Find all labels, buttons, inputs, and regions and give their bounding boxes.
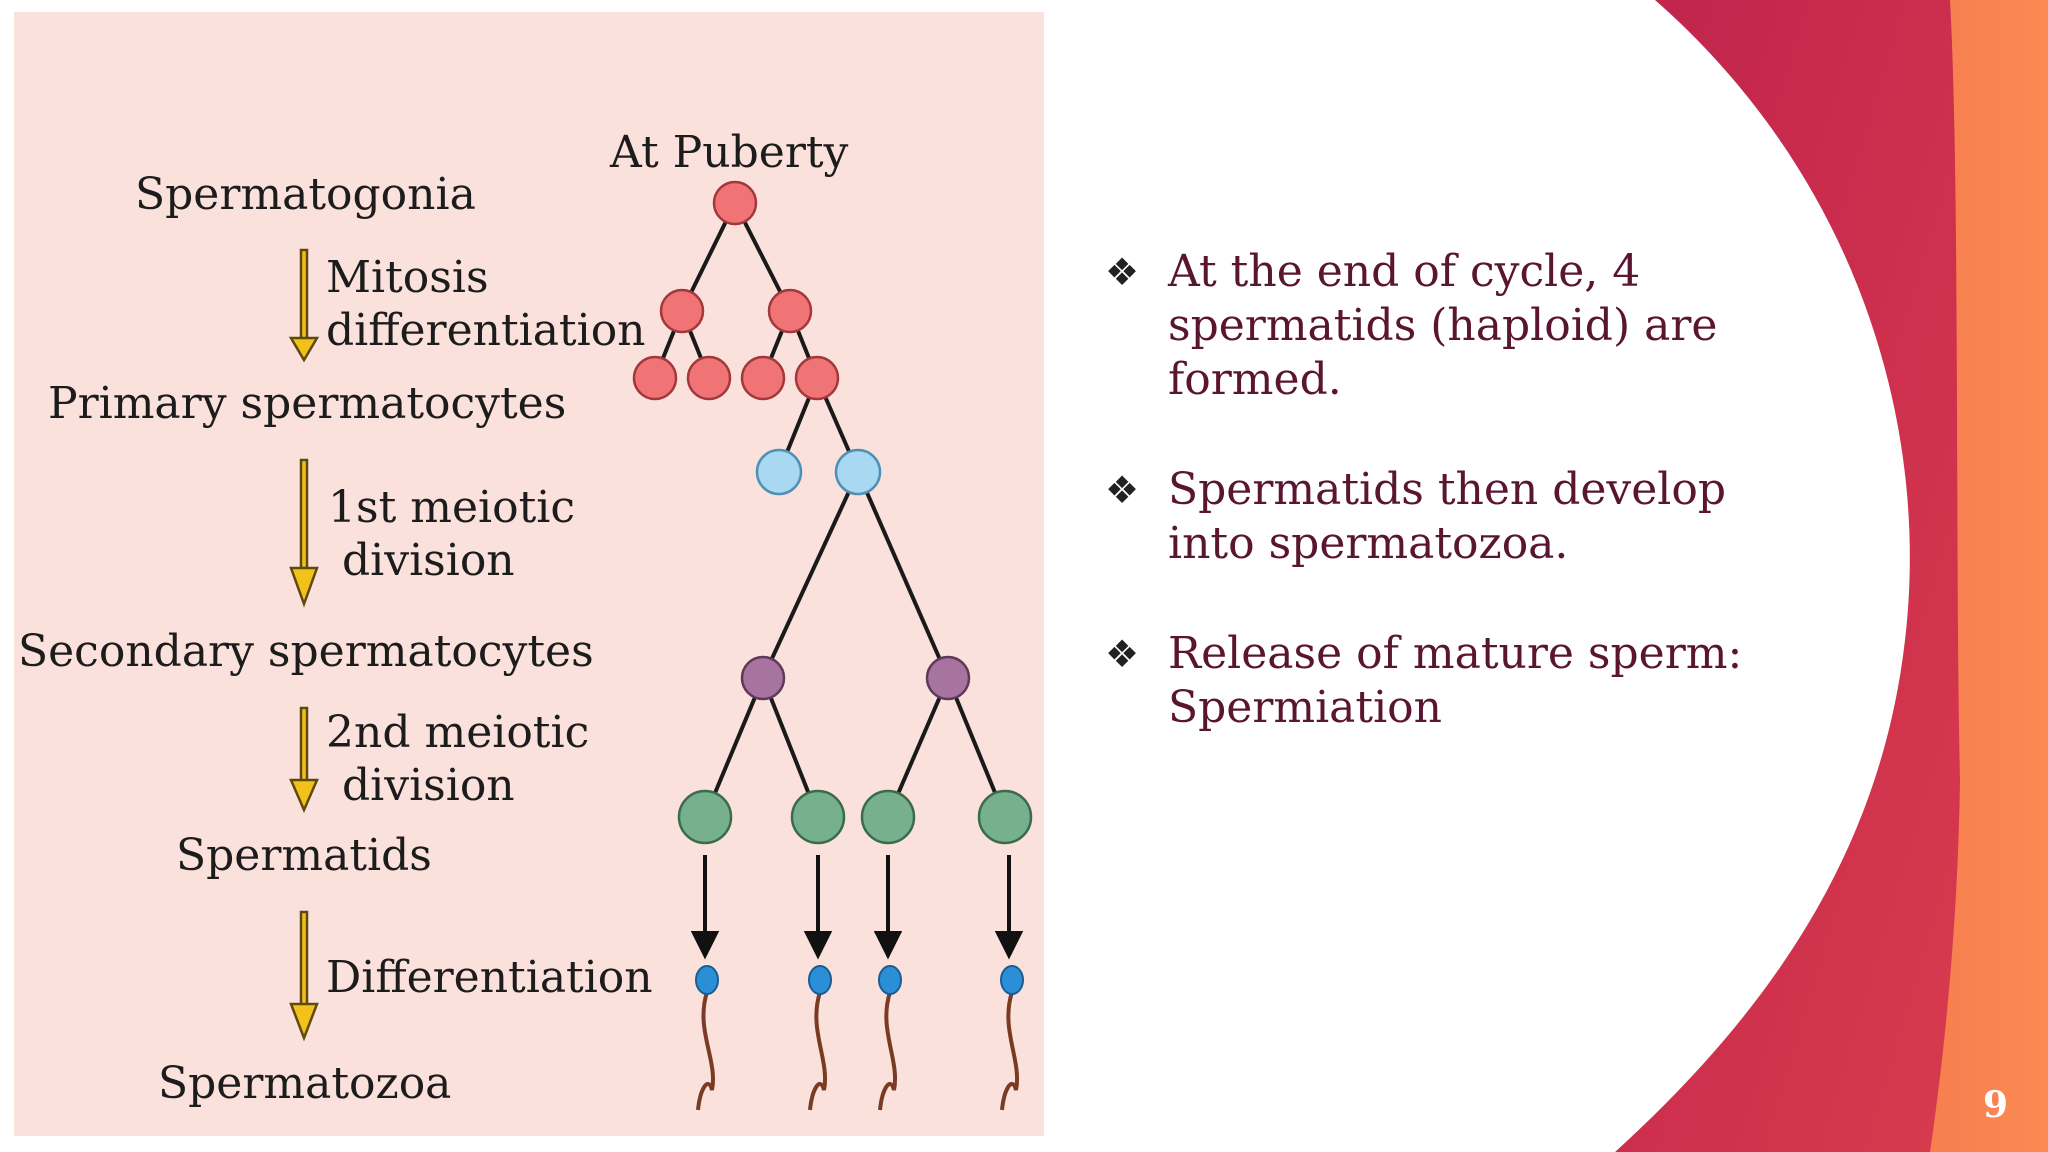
orange-arc-shape: [1730, 0, 2048, 1152]
bullet-item: ❖ At the end of cycle, 4 spermatids (hap…: [1105, 245, 1825, 407]
cell-spermatogonium: [632, 355, 678, 401]
cells-primary-spermatocytes: [755, 448, 882, 496]
cell-spermatogonium: [794, 355, 840, 401]
cells-secondary-spermatocytes: [740, 655, 971, 701]
label-differentiation-1: differentiation: [326, 305, 646, 356]
spermatid-arrows: [690, 855, 1024, 960]
cell-secondary-spermatocyte: [925, 655, 971, 701]
cell-spermatid: [977, 789, 1033, 845]
cells-spermatogonia: [632, 180, 840, 401]
white-arc-shape: [1040, 0, 1910, 1152]
arrow-mitosis-shaft: [299, 248, 309, 344]
label-first-division: division: [342, 535, 515, 586]
cell-spermatogonium: [740, 355, 786, 401]
cell-spermatid: [677, 789, 733, 845]
label-primary-spermatocytes: Primary spermatocytes: [48, 378, 566, 429]
sperm-cell: [878, 965, 902, 1111]
arrow-second-meiotic-head: [289, 778, 319, 814]
cell-spermatid: [790, 789, 846, 845]
label-at-puberty: At Puberty: [609, 127, 849, 178]
bullet-list: ❖ At the end of cycle, 4 spermatids (hap…: [1105, 245, 1825, 791]
cell-primary-spermatocyte: [834, 448, 882, 496]
arrow-first-meiotic-head: [289, 566, 319, 608]
bullet-item: ❖ Spermatids then develop into spermatoz…: [1105, 463, 1825, 571]
bullet-diamond-icon: ❖: [1105, 250, 1140, 294]
arrow-differentiation-shaft: [299, 910, 309, 1010]
slide-number: 9: [1983, 1084, 2009, 1126]
label-first-meiotic: 1st meiotic: [328, 482, 575, 533]
bullet-diamond-icon: ❖: [1105, 468, 1140, 512]
spermatogenesis-diagram: At Puberty Spermatogonia Mitosis differe…: [14, 12, 1044, 1136]
cell-spermatogonium: [686, 355, 732, 401]
spermatozoa: [695, 965, 1024, 1111]
label-mitosis: Mitosis: [326, 252, 489, 303]
arrow-first-meiotic-shaft: [299, 458, 309, 574]
cell-spermatid: [860, 789, 916, 845]
bullet-text: Spermatids then develop into spermatozoa…: [1168, 464, 1727, 569]
arrow-differentiation-head: [289, 1002, 319, 1042]
label-second-division: division: [342, 760, 515, 811]
crimson-arc-shape: [1615, 0, 1960, 1152]
bullet-text: Release of mature sperm: Spermiation: [1168, 628, 1743, 733]
sperm-cell: [1000, 965, 1024, 1111]
process-arrows: [288, 248, 320, 1042]
bullet-diamond-icon: ❖: [1105, 632, 1140, 676]
cell-spermatogonium: [712, 180, 758, 226]
label-differentiation-2: Differentiation: [326, 952, 653, 1003]
diagram-panel: [14, 12, 1044, 1136]
cell-primary-spermatocyte: [755, 448, 803, 496]
arrow-mitosis-head: [288, 336, 320, 363]
arrow-second-meiotic-shaft: [299, 706, 309, 786]
sperm-cell: [695, 965, 719, 1111]
bullet-item: ❖ Release of mature sperm: Spermiation: [1105, 627, 1825, 735]
label-spermatids: Spermatids: [176, 830, 432, 881]
label-spermatogonia: Spermatogonia: [135, 169, 476, 220]
bullet-text: At the end of cycle, 4 spermatids (haplo…: [1168, 246, 1718, 405]
cell-secondary-spermatocyte: [740, 655, 786, 701]
label-spermatozoa: Spermatozoa: [158, 1058, 451, 1109]
cell-spermatogonium: [767, 288, 813, 334]
cell-spermatogonium: [659, 288, 705, 334]
sperm-cell: [808, 965, 832, 1111]
label-secondary-spermatocytes: Secondary spermatocytes: [18, 626, 594, 677]
cells-spermatids: [677, 789, 1033, 845]
label-second-meiotic: 2nd meiotic: [326, 707, 589, 758]
